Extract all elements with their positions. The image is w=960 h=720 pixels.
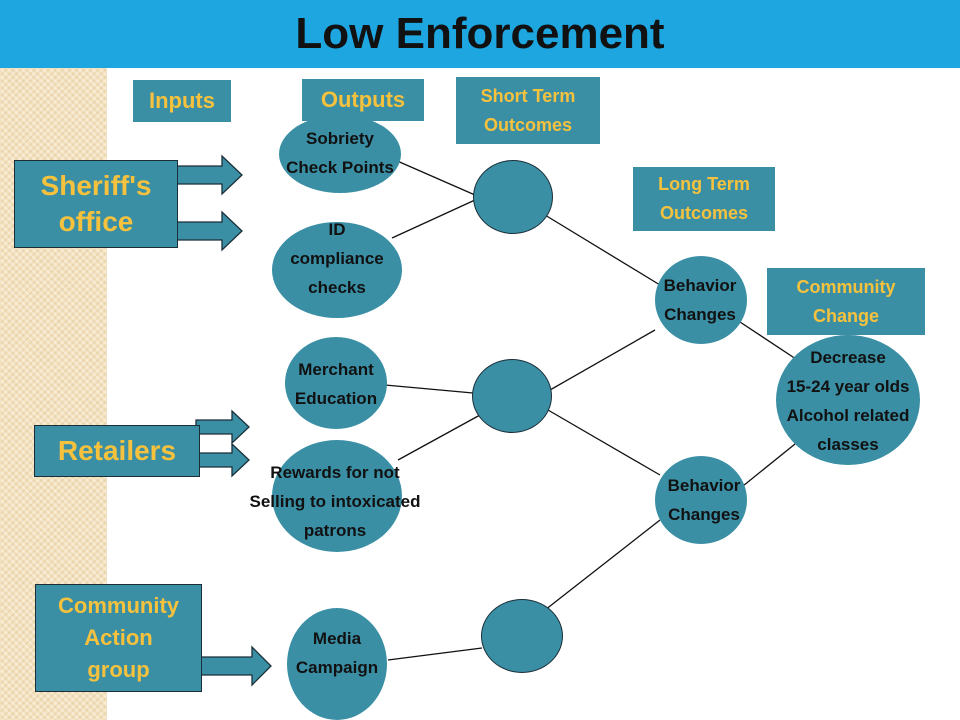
line-st1-behavior1 — [544, 214, 661, 286]
line-id-st1 — [391, 199, 476, 239]
line-st2-behavior2 — [547, 409, 661, 476]
sheriff-office-box: Sheriff's office — [14, 160, 178, 248]
short-term-node-3 — [481, 599, 563, 673]
line-sobriety-st1 — [394, 159, 476, 196]
merchant-label: Merchant Education — [294, 360, 378, 408]
community-action-box: Community Action group — [35, 584, 202, 692]
short-term-node-1 — [473, 160, 553, 234]
merchant-node — [285, 337, 387, 429]
line-media-st3 — [387, 647, 483, 661]
arrow-sheriff-2 — [167, 210, 243, 252]
rewards-label: Rewards for not Selling to intoxicated p… — [249, 463, 421, 540]
arrow-retailers-2 — [195, 442, 250, 478]
line-st3-behavior2 — [544, 519, 661, 611]
long-term-header: Long Term Outcomes — [633, 167, 775, 231]
sobriety-node — [279, 115, 401, 193]
short-term-header: Short Term Outcomes — [456, 77, 600, 144]
behavior-label-1: Behavior Changes — [663, 276, 737, 324]
retailers-box: Retailers — [34, 425, 200, 477]
arrow-retailers-1 — [195, 409, 250, 445]
title-bar — [0, 0, 960, 68]
behavior-node-2 — [655, 456, 747, 544]
behavior-label-2: Behavior Changes — [667, 476, 741, 524]
media-node — [287, 608, 387, 720]
behavior-node-1 — [655, 256, 747, 344]
page-title: Low Enforcement — [295, 9, 665, 58]
arrow-sheriff-1 — [167, 154, 243, 196]
sobriety-label: Sobriety Check Points — [286, 129, 394, 177]
media-label: Media Campaign — [295, 629, 379, 677]
outputs-header: Outputs — [302, 79, 424, 121]
decrease-label: Decrease 15-24 year olds Alcohol related… — [786, 348, 910, 454]
arrow-community — [199, 645, 272, 687]
rewards-node — [272, 440, 402, 552]
inputs-header: Inputs — [133, 80, 231, 122]
line-merchant-st2 — [384, 384, 474, 394]
community-change-header: Community Change — [767, 268, 925, 335]
decrease-node — [776, 335, 920, 465]
id-compliance-node — [272, 222, 402, 318]
id-compliance-label: ID compliance checks — [290, 220, 384, 297]
line-st2-behavior1 — [549, 329, 656, 391]
short-term-node-2 — [472, 359, 552, 433]
line-rewards-st2 — [397, 414, 481, 461]
line-behavior2-decrease — [737, 439, 801, 491]
